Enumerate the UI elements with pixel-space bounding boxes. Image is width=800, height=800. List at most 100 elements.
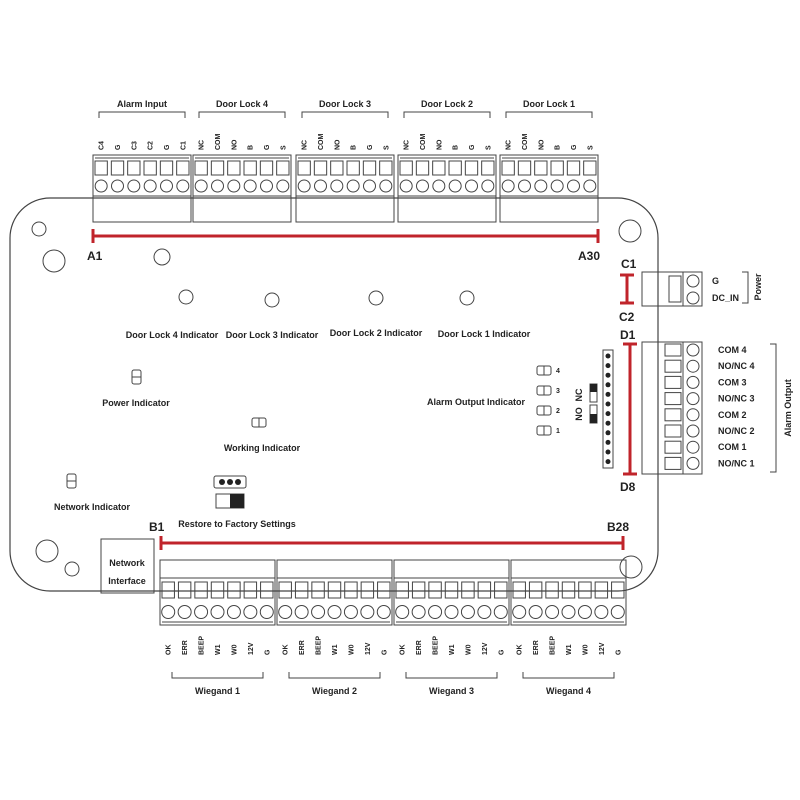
terminal-screw-slot[interactable] bbox=[143, 160, 157, 176]
terminal-screw-slot[interactable] bbox=[664, 375, 682, 389]
terminal-screw-slot[interactable] bbox=[664, 424, 682, 438]
terminal-screw-slot[interactable] bbox=[664, 359, 682, 373]
terminal-screw-slot[interactable] bbox=[278, 581, 292, 599]
terminal-screw-slot[interactable] bbox=[260, 581, 274, 599]
terminal-screw[interactable] bbox=[379, 179, 393, 193]
terminal-screw[interactable] bbox=[343, 605, 358, 619]
terminal-screw[interactable] bbox=[177, 605, 192, 619]
terminal-screw[interactable] bbox=[360, 605, 375, 619]
terminal-screw[interactable] bbox=[610, 605, 625, 619]
terminal-screw-slot[interactable] bbox=[464, 160, 479, 176]
terminal-screw[interactable] bbox=[176, 179, 190, 193]
terminal-screw-slot[interactable] bbox=[550, 160, 564, 176]
terminal-screw[interactable] bbox=[259, 605, 274, 619]
terminal-screw[interactable] bbox=[161, 605, 176, 619]
terminal-screw[interactable] bbox=[534, 179, 548, 193]
terminal-screw-slot[interactable] bbox=[243, 160, 257, 176]
terminal-screw[interactable] bbox=[311, 605, 326, 619]
terminal-screw[interactable] bbox=[260, 179, 273, 193]
terminal-screw[interactable] bbox=[465, 179, 478, 193]
terminal-screw-slot[interactable] bbox=[243, 581, 258, 599]
terminal-screw-slot[interactable] bbox=[210, 581, 225, 599]
terminal-screw[interactable] bbox=[194, 605, 209, 619]
terminal-screw-slot[interactable] bbox=[664, 343, 682, 357]
terminal-screw[interactable] bbox=[395, 605, 410, 619]
terminal-screw[interactable] bbox=[297, 179, 311, 193]
terminal-screw[interactable] bbox=[686, 408, 700, 422]
terminal-screw-slot[interactable] bbox=[415, 160, 430, 176]
terminal-screw[interactable] bbox=[276, 179, 290, 193]
terminal-screw-slot[interactable] bbox=[330, 160, 344, 176]
terminal-screw-slot[interactable] bbox=[94, 160, 108, 176]
terminal-screw-slot[interactable] bbox=[611, 581, 625, 599]
terminal-screw-slot[interactable] bbox=[276, 160, 290, 176]
terminal-screw-slot[interactable] bbox=[534, 160, 548, 176]
terminal-screw[interactable] bbox=[376, 605, 391, 619]
terminal-screw-slot[interactable] bbox=[411, 581, 426, 599]
terminal-screw[interactable] bbox=[444, 605, 459, 619]
terminal-screw-slot[interactable] bbox=[664, 456, 682, 470]
terminal-screw-slot[interactable] bbox=[127, 160, 141, 176]
terminal-screw-slot[interactable] bbox=[259, 160, 274, 176]
terminal-screw-slot[interactable] bbox=[176, 160, 190, 176]
terminal-screw[interactable] bbox=[501, 179, 515, 193]
terminal-screw-slot[interactable] bbox=[297, 160, 311, 176]
terminal-screw-slot[interactable] bbox=[461, 581, 475, 599]
terminal-screw-slot[interactable] bbox=[210, 160, 225, 176]
terminal-screw-slot[interactable] bbox=[379, 160, 393, 176]
terminal-screw-slot[interactable] bbox=[566, 160, 581, 176]
terminal-screw[interactable] bbox=[477, 605, 492, 619]
terminal-screw-slot[interactable] bbox=[512, 581, 526, 599]
terminal-screw-slot[interactable] bbox=[528, 581, 543, 599]
terminal-screw-slot[interactable] bbox=[448, 160, 462, 176]
terminal-screw[interactable] bbox=[481, 179, 495, 193]
terminal-screw[interactable] bbox=[94, 179, 108, 193]
terminal-screw[interactable] bbox=[518, 179, 531, 193]
terminal-screw[interactable] bbox=[327, 605, 342, 619]
terminal-screw-slot[interactable] bbox=[311, 581, 325, 599]
terminal-screw[interactable] bbox=[432, 179, 446, 193]
terminal-screw[interactable] bbox=[330, 179, 344, 193]
terminal-screw[interactable] bbox=[227, 179, 241, 193]
terminal-screw[interactable] bbox=[686, 291, 700, 305]
terminal-screw[interactable] bbox=[493, 605, 508, 619]
terminal-screw-slot[interactable] bbox=[159, 160, 174, 176]
terminal-screw-slot[interactable] bbox=[664, 408, 682, 422]
terminal-screw[interactable] bbox=[363, 179, 376, 193]
terminal-screw-slot[interactable] bbox=[227, 160, 241, 176]
terminal-screw[interactable] bbox=[143, 179, 157, 193]
terminal-screw[interactable] bbox=[460, 605, 475, 619]
restore-jumper[interactable] bbox=[213, 475, 247, 489]
terminal-screw[interactable] bbox=[448, 179, 462, 193]
terminal-screw[interactable] bbox=[226, 605, 241, 619]
terminal-screw-slot[interactable] bbox=[362, 160, 377, 176]
terminal-screw[interactable] bbox=[127, 179, 141, 193]
terminal-screw[interactable] bbox=[686, 440, 700, 454]
terminal-screw-slot[interactable] bbox=[110, 160, 125, 176]
terminal-screw[interactable] bbox=[160, 179, 173, 193]
terminal-screw-slot[interactable] bbox=[360, 581, 375, 599]
terminal-screw[interactable] bbox=[210, 605, 225, 619]
terminal-screw-slot[interactable] bbox=[501, 160, 515, 176]
terminal-screw-slot[interactable] bbox=[583, 160, 597, 176]
terminal-screw-slot[interactable] bbox=[444, 581, 459, 599]
terminal-screw-slot[interactable] bbox=[344, 581, 358, 599]
terminal-screw[interactable] bbox=[243, 605, 258, 619]
restore-switch[interactable] bbox=[215, 493, 245, 509]
terminal-screw-slot[interactable] bbox=[194, 581, 208, 599]
terminal-screw-slot[interactable] bbox=[395, 581, 409, 599]
terminal-screw[interactable] bbox=[686, 343, 700, 357]
terminal-screw-slot[interactable] bbox=[545, 581, 559, 599]
terminal-screw-slot[interactable] bbox=[194, 160, 208, 176]
terminal-screw[interactable] bbox=[550, 179, 564, 193]
terminal-screw[interactable] bbox=[686, 359, 700, 373]
terminal-screw[interactable] bbox=[211, 179, 224, 193]
terminal-screw-slot[interactable] bbox=[664, 440, 682, 454]
terminal-screw[interactable] bbox=[583, 179, 597, 193]
terminal-screw-slot[interactable] bbox=[494, 581, 508, 599]
terminal-screw-slot[interactable] bbox=[578, 581, 592, 599]
terminal-screw[interactable] bbox=[278, 605, 293, 619]
terminal-screw[interactable] bbox=[594, 605, 609, 619]
terminal-screw-slot[interactable] bbox=[561, 581, 576, 599]
terminal-screw[interactable] bbox=[686, 424, 700, 438]
